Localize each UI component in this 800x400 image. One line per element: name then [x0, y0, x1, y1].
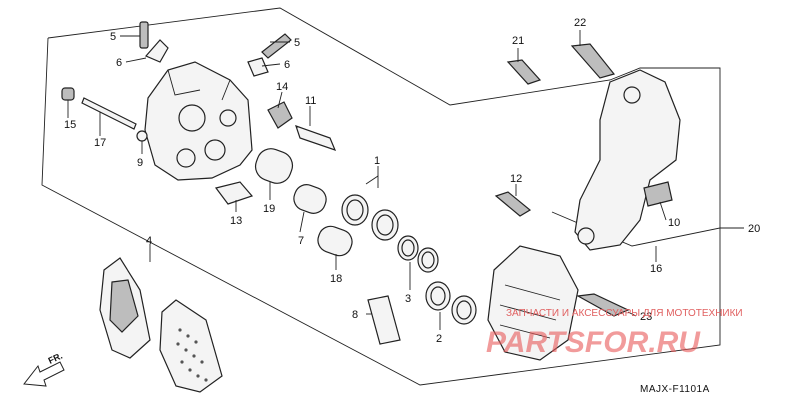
- diagram-code: MAJX-F1101A: [640, 384, 710, 395]
- assembly-frame: [47, 7, 721, 247]
- callout-6-left: 6: [116, 57, 122, 69]
- bolt-21: [506, 59, 542, 85]
- pin-13: [214, 181, 254, 205]
- front-direction-arrow: FR.: [23, 351, 65, 387]
- callout-22: 22: [574, 17, 586, 29]
- callout-6-right: 6: [284, 59, 290, 71]
- callout-1: 1: [374, 155, 380, 167]
- callout-21: 21: [512, 35, 524, 47]
- plug-15: [61, 87, 75, 101]
- callout-12: 12: [510, 173, 522, 185]
- bolt-12: [494, 191, 532, 217]
- seal-set-2: [425, 281, 477, 325]
- callout-11: 11: [305, 95, 316, 107]
- callout-20: 20: [748, 223, 760, 235]
- callout-7: 7: [298, 235, 304, 247]
- boot-14: [267, 101, 293, 129]
- bolt-22: [570, 43, 616, 79]
- assembly-frame-lower: [41, 37, 721, 386]
- callout-18: 18: [330, 273, 342, 285]
- caliper-half: [487, 245, 579, 361]
- sleeve-7: [293, 184, 327, 214]
- callout-17: 17: [94, 137, 106, 149]
- sleeve-18: [317, 225, 353, 257]
- sleeve-19: [254, 148, 294, 184]
- callout-23: 23: [640, 311, 652, 323]
- caliper-body: [144, 61, 253, 181]
- watermark: ЗАПЧАСТИ И АКСЕССУАРЫ ДЛЯ МОТОТЕХНИКИ PA…: [486, 308, 743, 359]
- seal-set-1: [341, 194, 399, 241]
- callout-5-right: 5: [294, 37, 300, 49]
- callout-8: 8: [352, 309, 358, 321]
- brake-pads-4: [99, 257, 223, 393]
- callout-3: 3: [405, 293, 411, 305]
- callout-labels: 5 6 5 6 14 11 15 17 9 13 19 7 18 1 3 2 4…: [64, 17, 760, 345]
- bleeder-screw-left: [139, 21, 169, 63]
- callout-10: 10: [668, 217, 680, 229]
- bleeder-screw-right: [247, 33, 292, 77]
- direction-label: FR.: [47, 351, 64, 366]
- callout-4: 4: [146, 235, 152, 247]
- pad-pin-17: [81, 97, 137, 130]
- watermark-logo: PARTSFOR.RU: [486, 326, 701, 359]
- callout-9: 9: [137, 157, 143, 169]
- callout-13: 13: [230, 215, 242, 227]
- watermark-text: ЗАПЧАСТИ И АКСЕССУАРЫ ДЛЯ МОТОТЕХНИКИ: [506, 308, 743, 319]
- callout-19: 19: [263, 203, 275, 215]
- bolt-23: [576, 293, 630, 317]
- callout-15: 15: [64, 119, 76, 131]
- leader-lines: [67, 30, 744, 330]
- callout-2: 2: [436, 333, 442, 345]
- callout-5-left: 5: [110, 31, 116, 43]
- callout-14: 14: [276, 81, 288, 93]
- caliper-bracket-20: [574, 69, 681, 251]
- seal-set-3: [397, 235, 439, 273]
- callout-16: 16: [650, 263, 662, 275]
- clip-9: [136, 130, 148, 142]
- pin-bolt-11: [295, 125, 337, 151]
- pad-spring-8: [367, 295, 401, 345]
